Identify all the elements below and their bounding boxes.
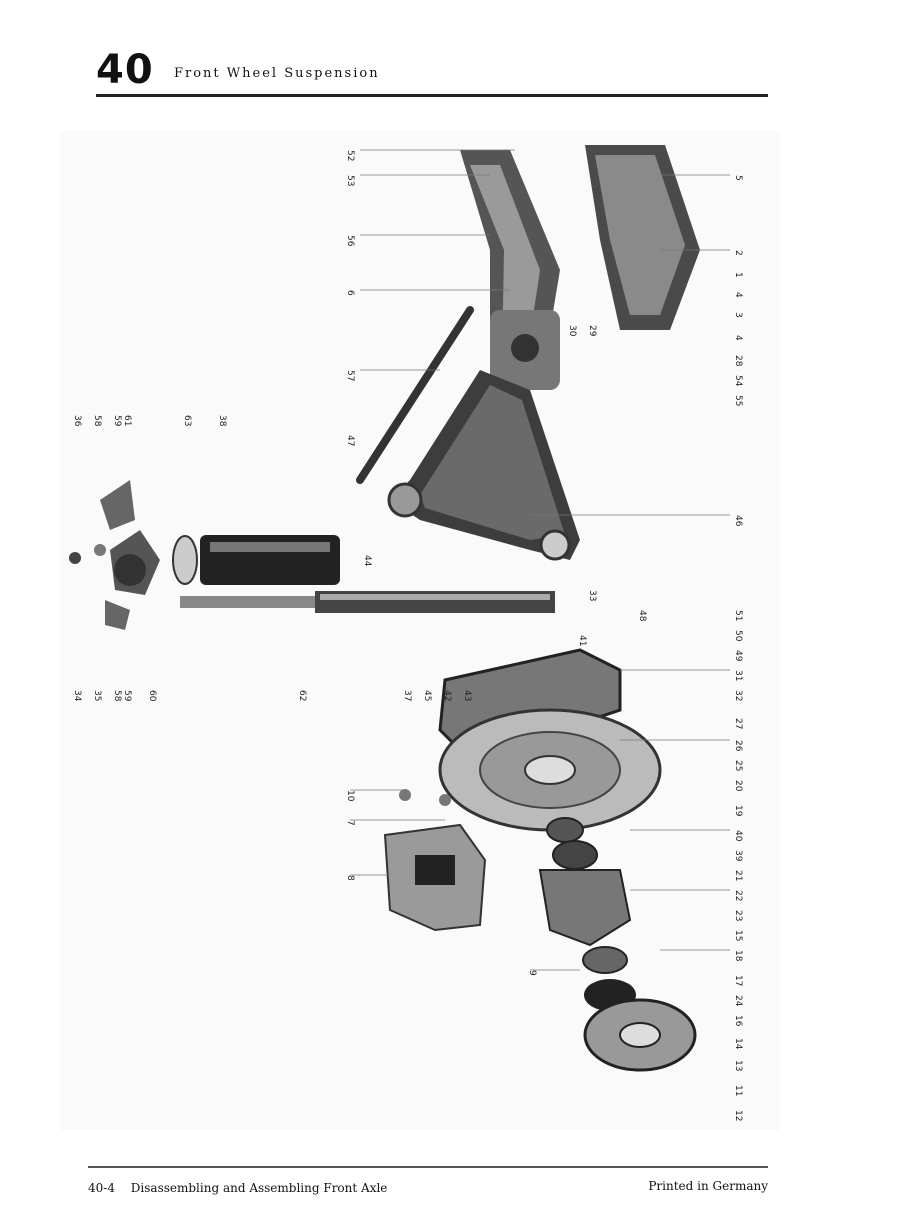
part-callout-26: 26 — [733, 740, 743, 752]
part-callout-13: 13 — [733, 1060, 743, 1071]
part-callout-31: 31 — [733, 670, 743, 681]
part-callout-28: 28 — [733, 355, 743, 367]
part-callout-57: 57 — [345, 370, 355, 381]
header-rule — [96, 94, 768, 97]
control-arm-bracket — [460, 150, 560, 390]
part-callout-16: 16 — [733, 1015, 743, 1027]
brake-disc — [438, 708, 662, 832]
page-footer-left: 40-4 Disassembling and Assembling Front … — [88, 1181, 399, 1195]
part-callout-54: 54 — [733, 375, 743, 387]
part-callout-48: 48 — [637, 610, 647, 622]
part-callout-53: 53 — [345, 175, 355, 186]
shock-absorber — [180, 591, 555, 613]
part-callout-11: 11 — [733, 1085, 743, 1096]
part-callout-38: 38 — [217, 415, 227, 427]
part-callout-63: 63 — [182, 415, 192, 426]
imprint: Printed in Germany — [648, 1179, 768, 1193]
part-callout-29: 29 — [587, 325, 597, 337]
part-callout-50: 50 — [733, 630, 743, 642]
footer-rule — [88, 1166, 768, 1168]
part-callout-40: 40 — [733, 830, 743, 842]
part-callout-32: 32 — [733, 690, 743, 701]
part-callout-4: 4 — [733, 292, 743, 298]
part-callout-23: 23 — [733, 910, 743, 921]
chapter-title: Front Wheel Suspension — [174, 66, 380, 81]
part-callout-25: 25 — [733, 760, 743, 771]
part-callout-12: 12 — [733, 1110, 743, 1121]
part-callout-18: 18 — [733, 950, 743, 962]
part-callout-58: 58 — [92, 415, 102, 427]
part-callout-2: 2 — [733, 250, 743, 256]
part-callout-37: 37 — [402, 690, 412, 701]
part-callout-7: 7 — [345, 820, 355, 826]
part-callout-22: 22 — [733, 890, 743, 901]
part-callout-46: 46 — [733, 515, 743, 527]
part-callout-10: 10 — [345, 790, 355, 802]
part-callout-60: 60 — [147, 690, 157, 702]
part-callout-59: 59 — [122, 690, 132, 702]
page-number: 40-4 — [88, 1181, 115, 1195]
leader-lines — [350, 149, 730, 971]
part-callout-9: 9 — [527, 970, 537, 976]
part-callout-39: 39 — [733, 850, 743, 862]
wishbone-arm — [387, 370, 580, 561]
part-callout-61: 61 — [122, 415, 132, 426]
protective-tube — [172, 535, 340, 585]
part-callout-49: 49 — [733, 650, 743, 662]
part-callout-14: 14 — [733, 1038, 743, 1050]
part-callout-3: 3 — [733, 312, 743, 318]
exploded-view-drawing: 5253566574752143428545530293658596163384… — [60, 130, 780, 1130]
part-callout-6: 6 — [345, 290, 355, 296]
part-callout-51: 51 — [733, 610, 743, 621]
part-callout-58: 58 — [112, 690, 122, 702]
part-callout-55: 55 — [733, 395, 743, 406]
part-callout-1: 1 — [733, 272, 743, 278]
torsion-bar — [356, 306, 474, 484]
part-callout-47: 47 — [345, 435, 355, 446]
section-title: Disassembling and Assembling Front Axle — [130, 1181, 388, 1195]
part-callout-56: 56 — [345, 235, 355, 247]
brake-caliper — [383, 789, 487, 932]
wheel-hub — [538, 817, 697, 1072]
part-callout-20: 20 — [733, 780, 743, 792]
part-callout-8: 8 — [345, 875, 355, 881]
page-header: 40 Front Wheel Suspension — [96, 50, 768, 96]
part-callout-24: 24 — [733, 995, 743, 1007]
part-callout-36: 36 — [72, 415, 82, 427]
part-callout-34: 34 — [72, 690, 82, 702]
part-callout-41: 41 — [577, 635, 587, 646]
part-callout-19: 19 — [733, 805, 743, 817]
chapter-number: 40 — [96, 47, 154, 93]
part-callout-33: 33 — [587, 590, 597, 601]
top-mount — [69, 480, 160, 630]
part-callout-17: 17 — [733, 975, 743, 986]
part-callout-30: 30 — [567, 325, 577, 337]
part-callout-43: 43 — [462, 690, 472, 701]
chassis-frame — [585, 145, 700, 330]
part-callout-27: 27 — [733, 718, 743, 729]
part-callout-42: 42 — [442, 690, 452, 701]
part-callout-5: 5 — [733, 175, 743, 181]
part-callout-59: 59 — [112, 415, 122, 427]
part-callout-52: 52 — [345, 150, 355, 161]
part-callout-44: 44 — [362, 555, 372, 567]
part-callout-21: 21 — [733, 870, 743, 881]
part-callout-35: 35 — [92, 690, 102, 701]
part-callout-4: 4 — [733, 335, 743, 341]
part-callout-15: 15 — [733, 930, 743, 941]
part-callout-45: 45 — [422, 690, 432, 701]
part-callout-62: 62 — [297, 690, 307, 701]
